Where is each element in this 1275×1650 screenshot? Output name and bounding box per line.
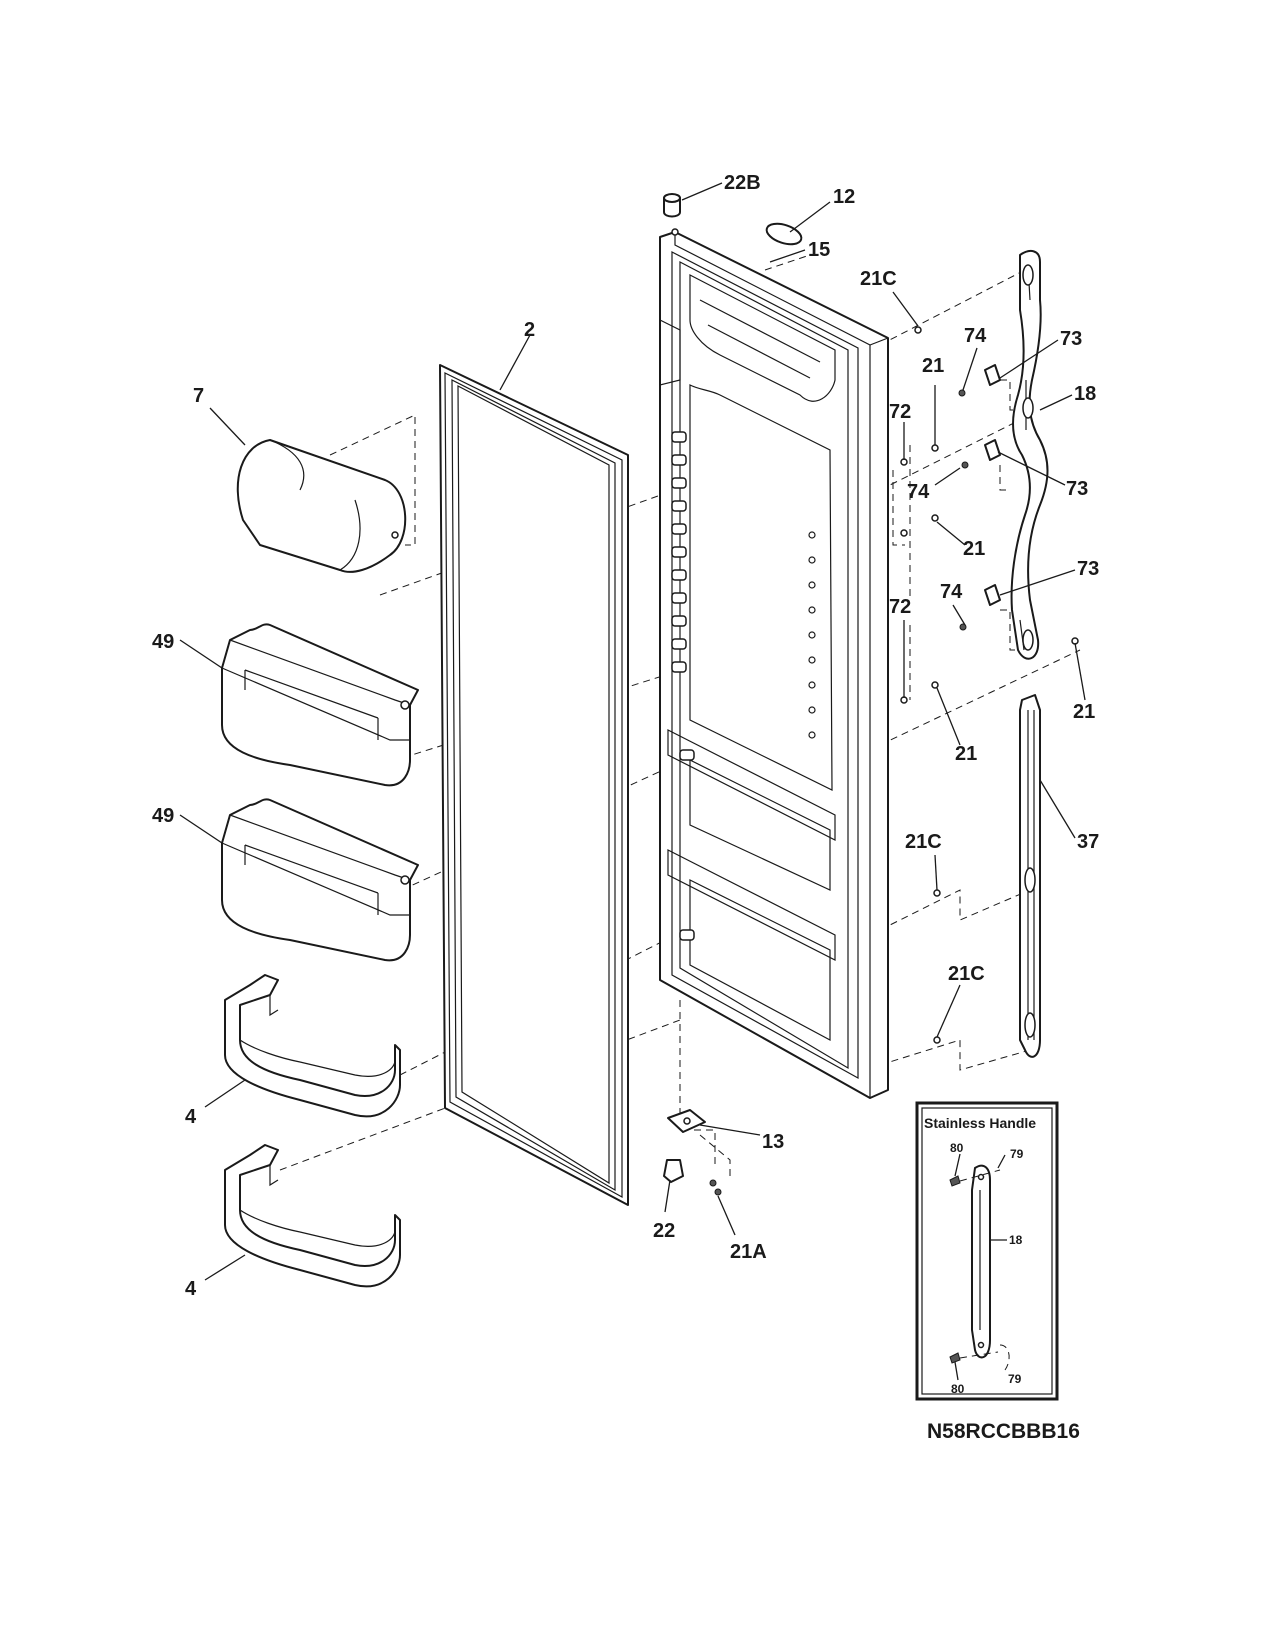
- callout-21-a: 21: [922, 355, 944, 377]
- inset-callout-79-top: 79: [1010, 1147, 1024, 1161]
- cap-part-12: [765, 222, 803, 246]
- callout-73-c: 73: [1077, 558, 1099, 580]
- handle-part-18: [1010, 249, 1049, 660]
- inset-callout-80-top: 80: [950, 1141, 964, 1155]
- callout-labels: 22B 12 15 21C 2 7 74 73 21 18 72 74 73 2…: [152, 172, 1099, 1300]
- door-bin-part-49-lower: [221, 798, 419, 962]
- callout-73-a: 73: [1060, 328, 1082, 350]
- inset-callout-80-bot: 80: [951, 1382, 965, 1396]
- callout-21a: 21A: [730, 1241, 767, 1263]
- callout-7: 7: [193, 385, 204, 407]
- callout-72-a: 72: [889, 401, 911, 423]
- callout-21-d: 21: [955, 743, 977, 765]
- door-gasket-part-2: [439, 364, 629, 1206]
- callout-13: 13: [762, 1131, 784, 1153]
- callout-21c-top: 21C: [860, 268, 897, 290]
- callout-4-b: 4: [185, 1278, 197, 1300]
- callout-49-b: 49: [152, 805, 174, 827]
- callout-74-c: 74: [940, 581, 963, 603]
- callout-37: 37: [1077, 831, 1099, 853]
- callout-12: 12: [833, 186, 855, 208]
- model-number: N58RCCBBB16: [927, 1420, 1080, 1443]
- door-shelf-part-4-upper: [224, 974, 401, 1118]
- callout-74-b: 74: [907, 481, 930, 503]
- handle-trim-part-37: [1019, 694, 1041, 1058]
- callout-21c-bot: 21C: [948, 963, 985, 985]
- stainless-handle-inset: Stainless Handle 80 79 18 80 79: [915, 1101, 1059, 1401]
- callout-18: 18: [1074, 383, 1096, 405]
- callout-22b: 22B: [724, 172, 761, 194]
- callout-21-b: 21: [963, 538, 985, 560]
- callout-49-a: 49: [152, 631, 174, 653]
- hinge-bushing-part-22b: [663, 193, 681, 236]
- callout-leader-lines: [179, 182, 1086, 1281]
- shelf-stud-column: [671, 431, 695, 941]
- callout-15: 15: [808, 239, 830, 261]
- inset-callout-18: 18: [1009, 1233, 1023, 1247]
- callout-21-c: 21: [1073, 701, 1095, 723]
- callout-22: 22: [653, 1220, 675, 1242]
- inset-title: Stainless Handle: [924, 1115, 1036, 1131]
- callout-74-a: 74: [964, 325, 987, 347]
- dairy-door-part-7: [236, 439, 407, 573]
- door-shelf-part-4-lower: [224, 1144, 401, 1288]
- callout-2: 2: [524, 319, 535, 341]
- callout-21c-mid: 21C: [905, 831, 942, 853]
- refrigerator-door-part-15: [659, 231, 889, 1099]
- door-bin-part-49-upper: [221, 623, 419, 787]
- inset-callout-79-bot: 79: [1008, 1372, 1022, 1386]
- mounting-hardware: [663, 326, 1079, 1196]
- shelf-stud-column-right: [808, 531, 816, 739]
- callout-73-b: 73: [1066, 478, 1088, 500]
- callout-4-a: 4: [185, 1106, 197, 1128]
- callout-72-b: 72: [889, 596, 911, 618]
